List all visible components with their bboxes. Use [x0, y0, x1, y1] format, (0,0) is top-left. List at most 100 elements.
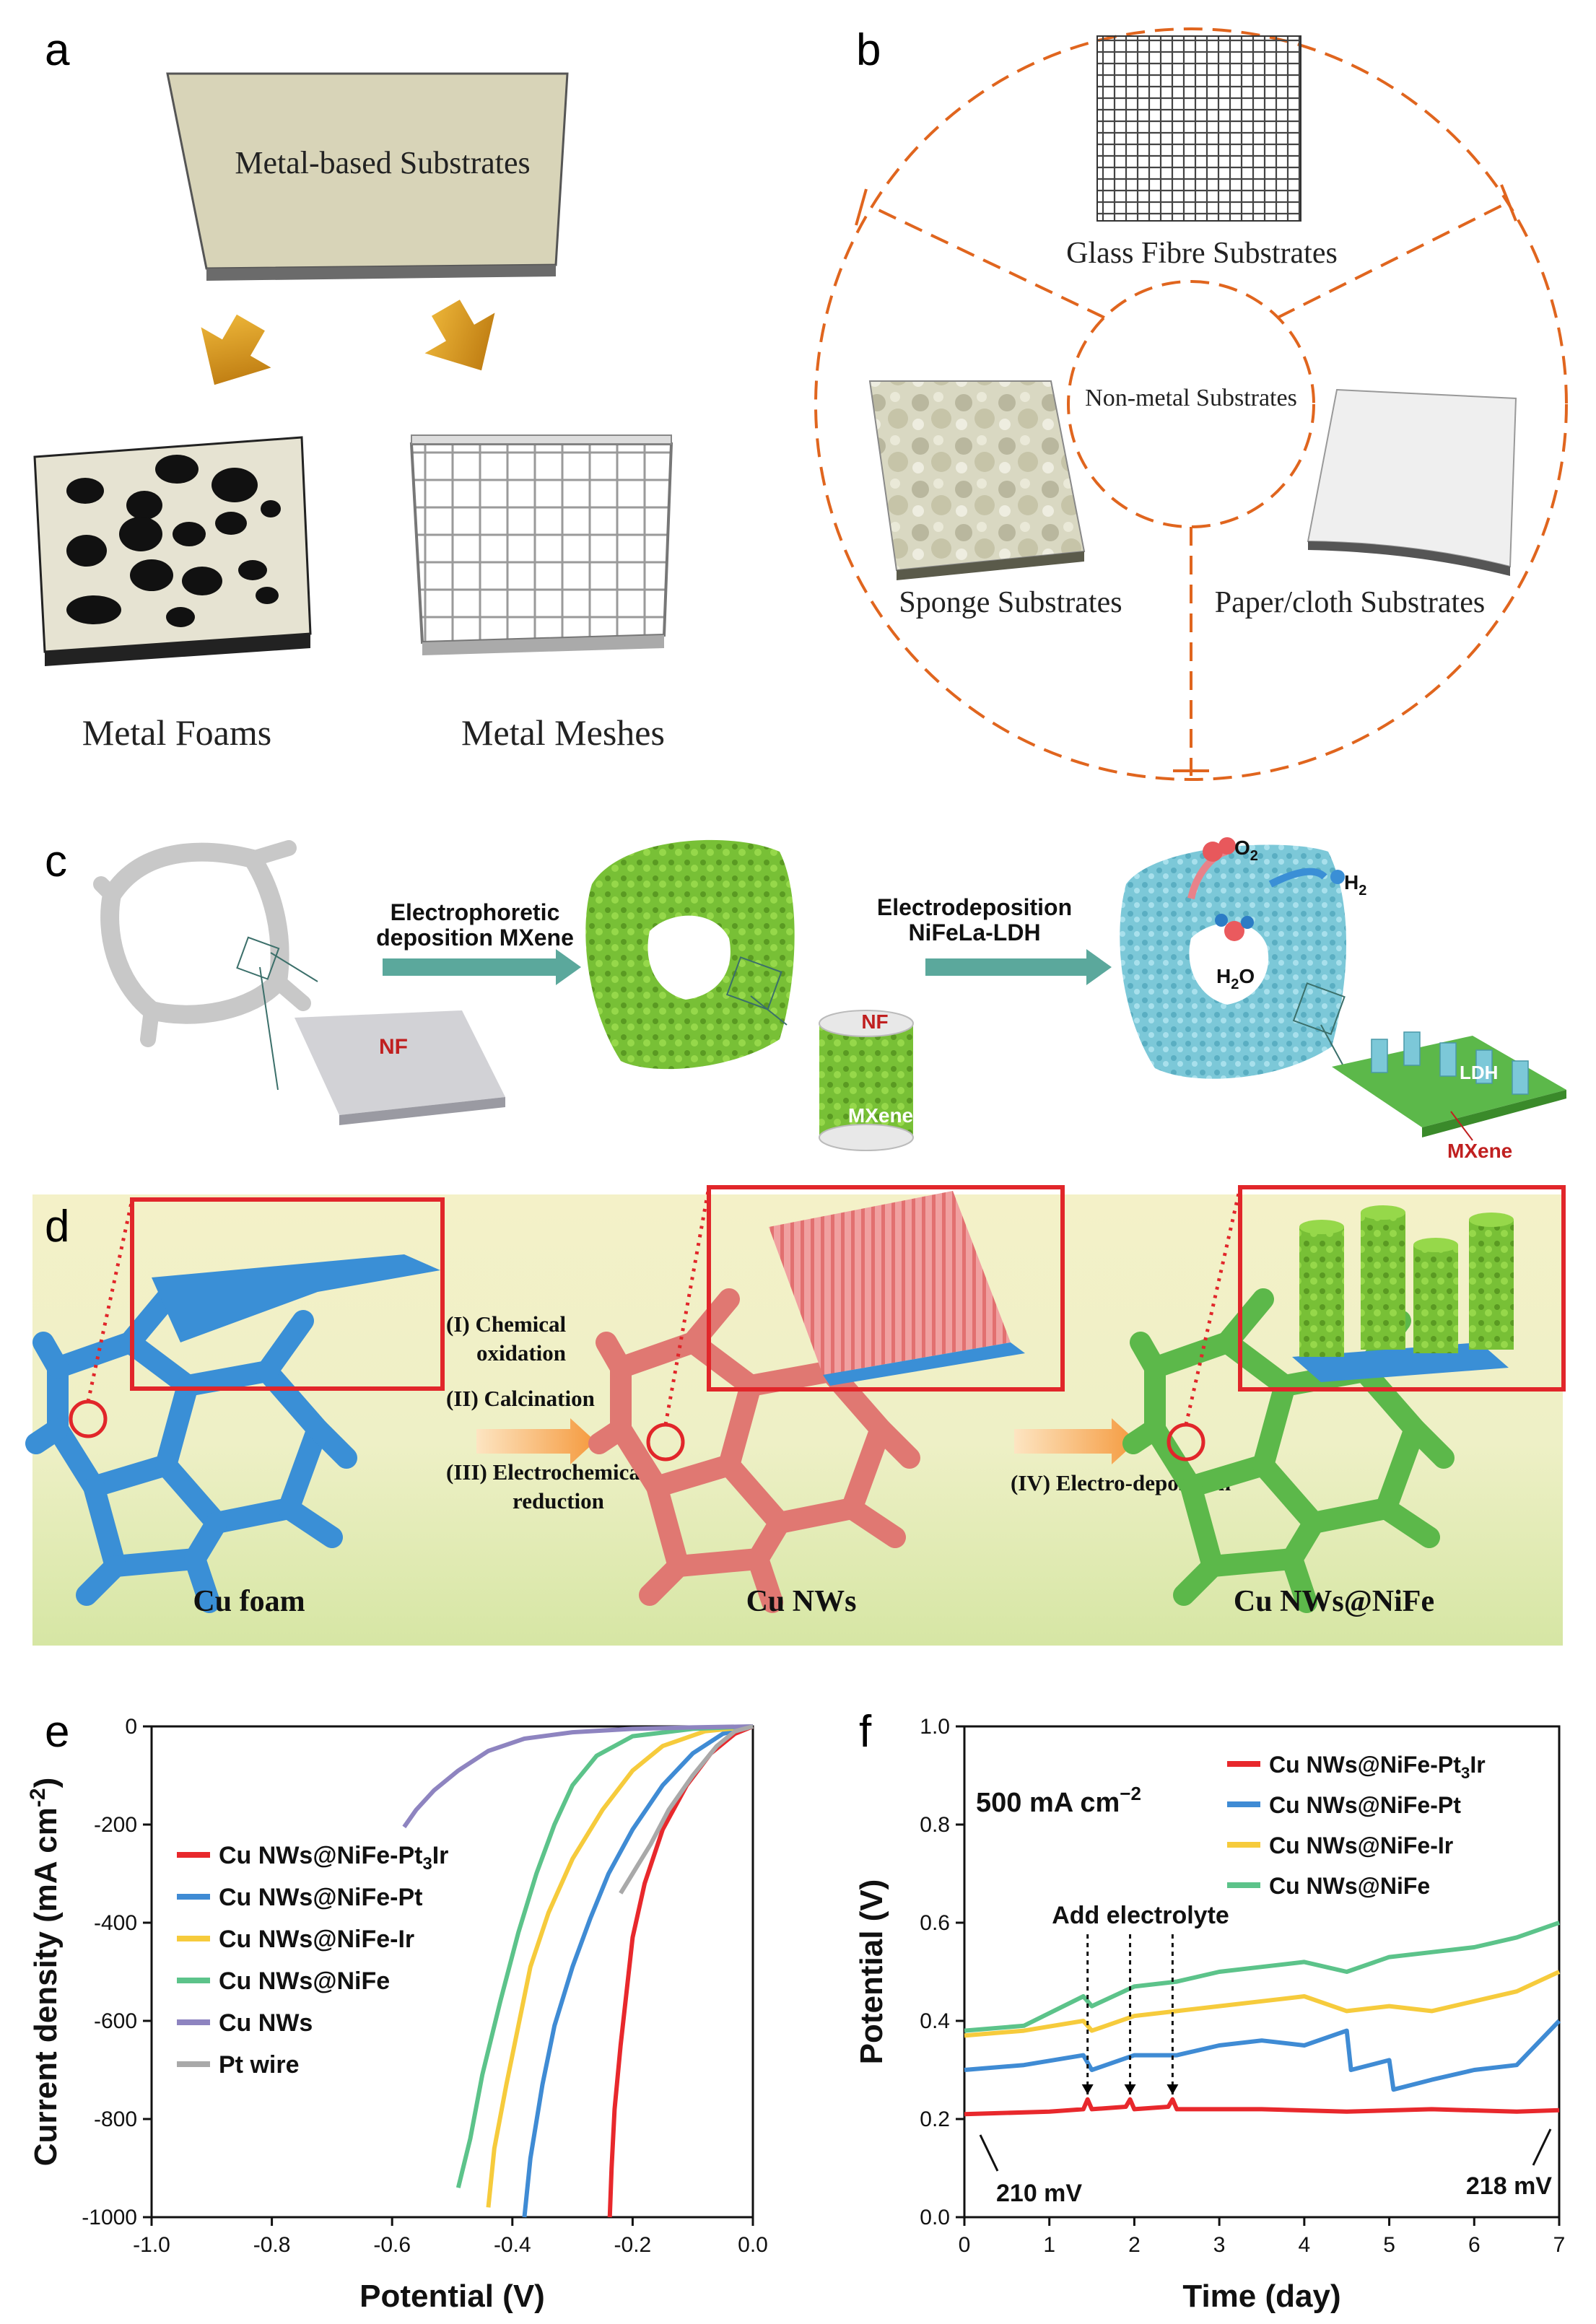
step1-label-line2: deposition MXene [376, 925, 574, 951]
cu-foam-structure [25, 1288, 357, 1613]
chart-e-xtick-label-2: -0.6 [373, 2233, 411, 2257]
chart-f-end-label: 218 mV [1466, 2172, 1552, 2200]
panel-d: d (I) Chemical oxidation (II) Calcinatio… [25, 1185, 1566, 1646]
chart-f-legend-label-0: Cu NWs@NiFe-Pt3Ir [1269, 1752, 1486, 1782]
chart-f-ylabel: Potential (V) [854, 1879, 889, 2065]
cu-nws-zoom-box [707, 1185, 1065, 1392]
step-i-label: (I) Chemical [446, 1311, 567, 1337]
chart-f-legend-label-1: Cu NWs@NiFe-Pt [1269, 1792, 1461, 1818]
step-i-label-2: oxidation [476, 1340, 566, 1366]
chart-f-start-label: 210 mV [996, 2180, 1082, 2207]
nickel-foam-skeleton [93, 840, 318, 1091]
cu-foam-label: Cu foam [193, 1585, 305, 1618]
chart-e-ytick-label-4: -800 [94, 2107, 137, 2131]
chart-f-xtick-label-0: 0 [959, 2233, 971, 2257]
paper-label: Paper/cloth Substrates [1215, 586, 1485, 619]
chart-f-series-line-1 [964, 2019, 1561, 2092]
step2-label-line2: NiFeLa-LDH [908, 919, 1040, 945]
chart-e-legend-label-1: Cu NWs@NiFe-Pt [219, 1884, 422, 1911]
cu-nws-structure [588, 1288, 920, 1613]
step1-label-line1: Electrophoretic [391, 899, 560, 925]
chart-e-series-line-1 [522, 1724, 754, 2218]
chart-e-ylabel: Current density (mA cm-2) [26, 1778, 64, 2166]
chart-f-series-line-2 [964, 1970, 1561, 2038]
chart-f-xtick-label-6: 6 [1468, 2233, 1481, 2257]
panel-a: a Metal-based Substrates [33, 25, 673, 753]
chart-f-xtick-label-4: 4 [1299, 2233, 1311, 2257]
panel-f-label: f [859, 1707, 872, 1757]
chart-e-series-line-2 [486, 1724, 754, 2208]
chart-f-ytick-label-5: 1.0 [920, 1715, 950, 1739]
chart-f-xtick-label-2: 2 [1128, 2233, 1141, 2257]
chart-f-condition-label: 500 mA cm−2 [976, 1783, 1141, 1818]
chart-f-xlabel: Time (day) [1182, 2279, 1340, 2314]
step-arrow-2 [1014, 1418, 1137, 1464]
cu-nws-nife-zoom-line [1184, 1187, 1242, 1425]
chart-f-marker-head-1 [1124, 2084, 1136, 2094]
o2-label: O2 [1234, 836, 1258, 864]
glass-fibre-label: Glass Fibre Substrates [1066, 237, 1338, 270]
chart-e-xtick-label-5: 0.0 [738, 2233, 768, 2257]
chart-e-legend-label-2: Cu NWs@NiFe-Ir [219, 1926, 414, 1953]
metal-foams-label: Metal Foams [82, 712, 271, 753]
ldh-coated-foam [1120, 837, 1346, 1079]
metal-mesh-illustration [409, 434, 673, 655]
step-iii-label-2: reduction [513, 1488, 604, 1513]
step2-label-line1: Electrodeposition [877, 894, 1072, 920]
chart-e-legend-label-0: Cu NWs@NiFe-Pt3Ir [219, 1842, 448, 1874]
chart-e-ytick-label-1: -200 [94, 1813, 137, 1837]
mxene-coated-foam [585, 839, 795, 1070]
chart-e-series-line-4 [402, 1724, 754, 1829]
step-arrow-1 [476, 1418, 596, 1464]
chart-f-marker-head-2 [1167, 2084, 1179, 2094]
cu-nws-nife-label: Cu NWs@NiFe [1234, 1585, 1434, 1618]
chart-e-xtick-label-1: -0.8 [253, 2233, 291, 2257]
panel-c: c NF Electrophoretic deposition MXene NF… [45, 836, 1566, 1162]
chart-f-legend-label-3: Cu NWs@NiFe [1269, 1873, 1430, 1899]
cu-foam-surface-zoom [152, 1254, 440, 1342]
nf-plate [295, 1010, 505, 1125]
cu-nws-label: Cu NWs [746, 1585, 857, 1618]
h2o-label: H2O [1216, 965, 1255, 992]
nife-coated-nanowires-zoom [1292, 1205, 1514, 1382]
metal-meshes-label: Metal Meshes [461, 712, 665, 753]
chart-f-ytick-label-4: 0.8 [920, 1813, 950, 1837]
panel-a-label: a [45, 25, 70, 75]
chart-e-xtick-label-0: -1.0 [133, 2233, 170, 2257]
chart-f-xtick-label-3: 3 [1213, 2233, 1226, 2257]
step-iii-label: (III) Electrochemical [446, 1459, 647, 1485]
panel-d-label: d [45, 1202, 69, 1251]
chart-f-marker-head-0 [1081, 2084, 1094, 2094]
paper-illustration [1307, 388, 1517, 576]
chart-f-ytick-label-2: 0.4 [920, 2009, 950, 2033]
cu-nws-nife-zoom-box [1238, 1185, 1566, 1392]
chart-e-xtick-label-4: -0.2 [614, 2233, 652, 2257]
chart-e-xlabel: Potential (V) [359, 2279, 545, 2314]
nf-plate-label: NF [379, 1035, 408, 1059]
chart-f-xtick-label-1: 1 [1043, 2233, 1055, 2257]
metal-substrate-plate [166, 72, 569, 281]
step2-arrow [925, 949, 1112, 985]
chart-e-series-line-5 [619, 1724, 754, 1895]
chart-e-legend-label-5: Pt wire [219, 2051, 299, 2079]
chart-e-legend-label-3: Cu NWs@NiFe [219, 1967, 390, 1995]
glass-fibre-illustration [1096, 35, 1301, 222]
cu-nws-zoom-line [663, 1187, 711, 1425]
panel-b: b Glass Fibre Substrates Non-metal Subst… [814, 25, 1568, 781]
chart-f-series-line-0 [964, 2097, 1560, 2117]
chart-f-legend-label-2: Cu NWs@NiFe-Ir [1269, 1832, 1453, 1858]
chart-e-ytick-label-5: -1000 [82, 2206, 137, 2229]
step1-arrow [383, 949, 581, 985]
panel-c-label: c [45, 836, 67, 886]
nanowire-array-zoom [769, 1191, 1025, 1386]
gold-arrow-right [424, 300, 495, 371]
step-ii-label: (II) Calcination [446, 1386, 595, 1411]
non-metal-center-label: Non-metal Substrates [1085, 385, 1297, 411]
metal-foam-illustration [33, 436, 312, 666]
cylinder-mxene-label: MXene [848, 1104, 913, 1127]
cylinder-nf-label: NF [861, 1010, 888, 1033]
chart-f-xtick-label-5: 5 [1383, 2233, 1395, 2257]
